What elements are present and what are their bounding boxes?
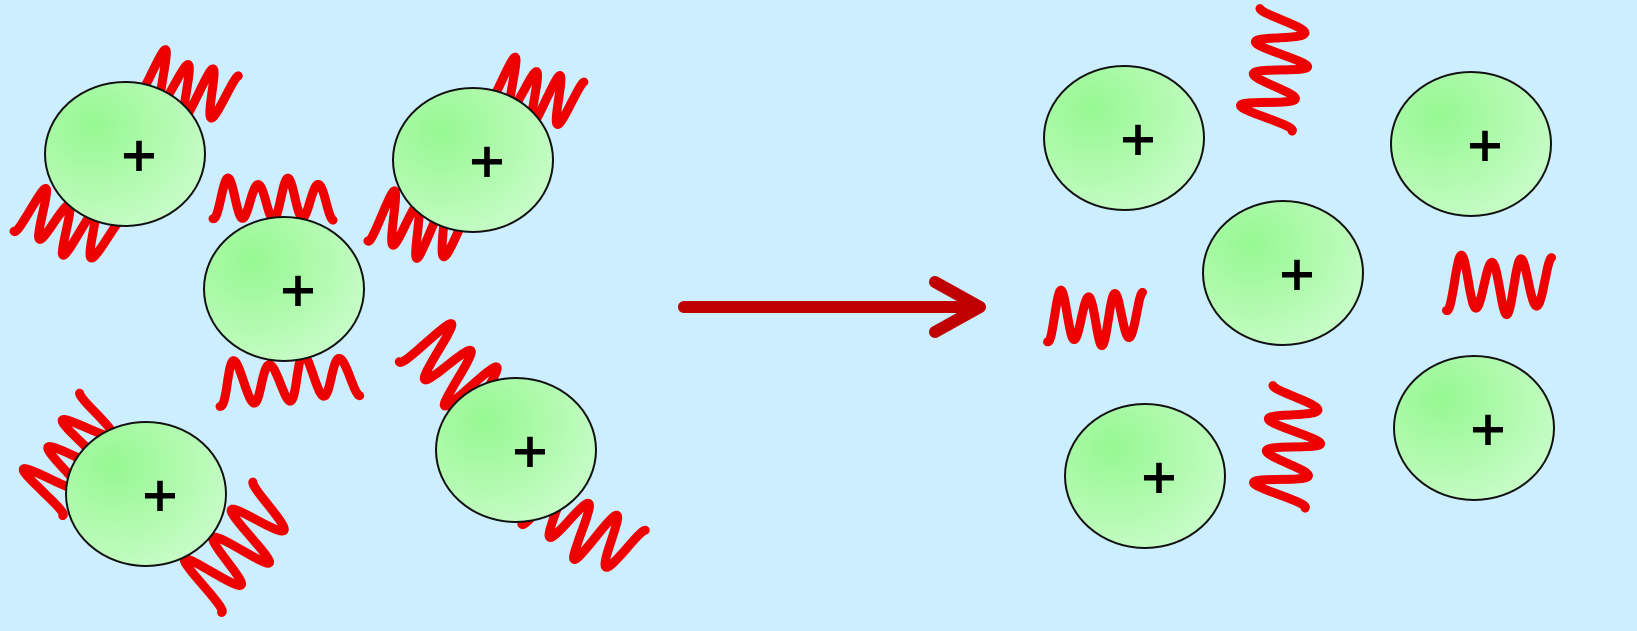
spring-coil-icon xyxy=(1248,381,1326,513)
plus-charge-label: + xyxy=(278,262,318,318)
spring-coil-icon xyxy=(1043,285,1147,351)
right-arrow-icon xyxy=(678,276,986,338)
positive-ion-sphere: + xyxy=(1043,65,1205,211)
positive-ion-sphere: + xyxy=(1393,355,1555,501)
plus-charge-label: + xyxy=(1465,117,1505,173)
spring-coil-icon xyxy=(1235,4,1313,136)
plus-charge-label: + xyxy=(140,467,180,523)
plus-charge-label: + xyxy=(1277,246,1317,302)
positive-ion-sphere: + xyxy=(435,377,597,523)
spring-coil-icon xyxy=(179,477,289,618)
positive-ion-sphere: + xyxy=(1202,200,1364,346)
plus-charge-label: + xyxy=(467,133,507,189)
plus-charge-label: + xyxy=(510,423,550,479)
positive-ion-sphere: + xyxy=(1064,403,1226,549)
right-panel-separated: + + + + + xyxy=(1043,4,1556,549)
plus-charge-label: + xyxy=(119,127,159,183)
positive-ion-sphere: + xyxy=(65,421,227,567)
positive-ion-sphere: + xyxy=(392,87,554,233)
spring-coil-icon xyxy=(1442,250,1556,320)
positive-ion-sphere: + xyxy=(203,216,365,362)
plus-charge-label: + xyxy=(1139,449,1179,505)
spring-coil-icon xyxy=(9,183,126,263)
spring-coil-icon xyxy=(131,45,243,123)
positive-ion-sphere: + xyxy=(44,81,206,227)
spring-coil-icon xyxy=(363,186,474,263)
left-panel-clustered: + + + + + xyxy=(9,45,650,618)
positive-ion-sphere: + xyxy=(1390,71,1552,217)
plus-charge-label: + xyxy=(1468,401,1508,457)
plus-charge-label: + xyxy=(1118,111,1158,167)
spring-coil-icon xyxy=(215,350,365,411)
spring-coil-icon xyxy=(482,52,589,130)
